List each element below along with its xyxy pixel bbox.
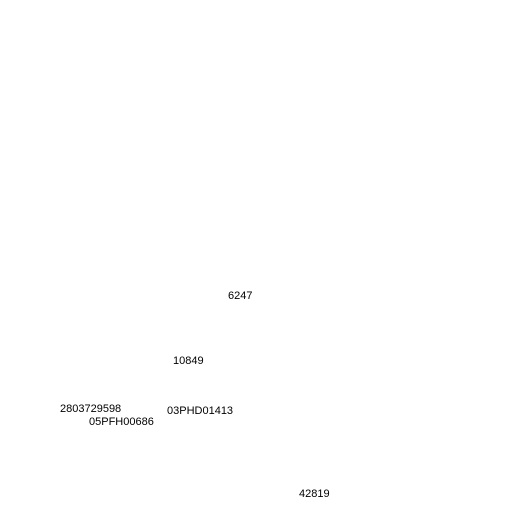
label-03phd01413: 03PHD01413 xyxy=(167,405,234,417)
label-6247: 6247 xyxy=(228,290,253,302)
label-05pfh00686: 05PFH00686 xyxy=(89,416,154,428)
label-2803729598: 2803729598 xyxy=(60,403,122,415)
label-42819: 42819 xyxy=(299,488,330,500)
label-10849: 10849 xyxy=(173,355,204,367)
